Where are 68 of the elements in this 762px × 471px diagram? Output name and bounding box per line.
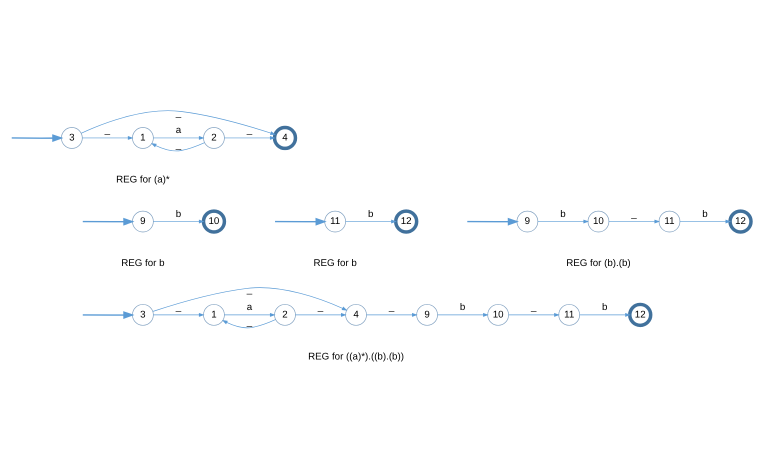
arrow	[222, 318, 276, 328]
node-circle: 12	[394, 208, 418, 234]
edge-label: _	[246, 316, 252, 328]
node-circle: 3	[132, 304, 154, 326]
label: REG for b	[313, 257, 357, 268]
node-circle: 12	[728, 208, 753, 234]
edge-label: _	[388, 302, 394, 313]
edge-label: _	[176, 302, 182, 313]
edge-label: _	[246, 284, 252, 296]
arrow	[579, 312, 631, 316]
node-circle: 4	[272, 125, 298, 150]
node-circle: 9	[132, 210, 154, 232]
node-circle: 3	[61, 126, 83, 148]
node-circle: 10	[202, 208, 226, 234]
arrow	[153, 312, 204, 316]
edge-label: a	[246, 302, 252, 313]
edge-label: b	[368, 208, 374, 220]
arrow	[608, 219, 660, 223]
arrow	[345, 219, 397, 223]
node-circle: 1	[132, 126, 154, 148]
edge-label: _	[104, 124, 110, 136]
node-circle: 11	[658, 210, 680, 232]
arrow	[12, 134, 64, 142]
edge-label: _	[530, 302, 536, 313]
node-circle: 12	[628, 302, 652, 327]
node-circle: 11	[324, 210, 346, 232]
node-circle: 4	[345, 304, 367, 326]
node-circle: 9	[516, 210, 538, 232]
arrow	[82, 136, 134, 140]
edge-label: b	[176, 208, 182, 220]
edge-label: _	[176, 107, 182, 118]
arrow	[366, 312, 418, 316]
label: REG for (b).(b)	[566, 257, 631, 268]
edge-label: _	[176, 139, 182, 150]
label: REG for ((a)*).((b).(b))	[308, 350, 404, 362]
label: REG for (a)*	[116, 174, 170, 185]
edge-label: _	[246, 124, 252, 136]
node-circle: 1	[203, 304, 225, 326]
arrow	[680, 219, 732, 223]
edge-label: _	[318, 302, 324, 313]
arrow	[295, 312, 347, 316]
node-circle: 10	[487, 304, 509, 326]
arrow	[81, 110, 276, 134]
arrow	[467, 217, 519, 226]
node-circle: 2	[203, 126, 225, 148]
arrow	[82, 310, 134, 318]
edge-label: b	[560, 208, 566, 220]
arrow	[153, 136, 204, 140]
edge-label: b	[460, 302, 466, 313]
arrow	[275, 217, 327, 226]
node-circle: 10	[588, 210, 610, 232]
arrow	[153, 219, 204, 223]
arrow	[82, 217, 134, 226]
arrow	[538, 219, 589, 223]
node-circle: 2	[274, 304, 296, 326]
edge-label: b	[602, 302, 608, 313]
node-circle: 11	[558, 304, 580, 326]
arrow	[224, 136, 276, 140]
arrow	[437, 312, 489, 316]
arrow	[224, 312, 276, 316]
arrow	[508, 312, 560, 316]
edge-label: _	[631, 208, 637, 220]
arrow	[152, 286, 348, 312]
edge-label: a	[176, 124, 182, 136]
label: REG for b	[121, 257, 165, 268]
edge-label: b	[702, 208, 708, 220]
arrow	[150, 142, 205, 151]
node-circle: 9	[416, 304, 438, 326]
